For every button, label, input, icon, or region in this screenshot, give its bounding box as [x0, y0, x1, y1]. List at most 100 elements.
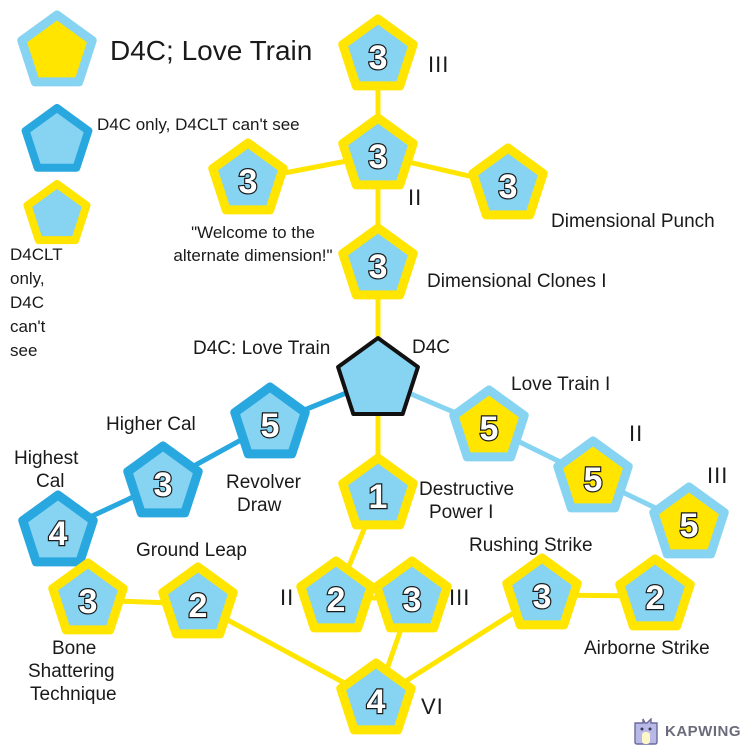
label-revolver: Revolver: [226, 472, 302, 493]
node-rushing-strike[interactable]: 3: [502, 553, 582, 630]
node-level-value: 2: [189, 587, 208, 625]
label-dimensional-punch: Dimensional Punch: [551, 211, 715, 232]
node-level-value: 3: [403, 581, 422, 619]
label-roman-ii-clones: II: [408, 185, 422, 210]
node-love-train-ii[interactable]: 5: [553, 436, 633, 513]
label-shattering: Shattering: [28, 661, 115, 682]
legend-d4c-only-text: D4C only, D4CLT can't see: [97, 115, 300, 134]
label-power-i: Power I: [429, 502, 493, 523]
node-level-value: 3: [79, 583, 98, 621]
node-level-value: 3: [154, 466, 173, 504]
node-level-value: 3: [369, 248, 388, 286]
node-level-value: 4: [367, 683, 386, 721]
label-roman-iii-destructive: III: [449, 585, 470, 610]
node-dimensional-clones-i[interactable]: 3: [338, 223, 418, 300]
pentagon-shape: [48, 558, 128, 635]
label-ground-leap: Ground Leap: [136, 540, 247, 561]
node-destructive-power-iii[interactable]: 3: [372, 556, 452, 633]
node-level-value: 3: [369, 138, 388, 176]
pentagon-shape: [449, 385, 529, 462]
kapwing-cat-icon: [633, 717, 659, 745]
node-level-value: 2: [646, 579, 665, 617]
center-node-d4c[interactable]: [336, 336, 420, 416]
node-level-value: 3: [533, 578, 552, 616]
label-love-train-i: Love Train I: [511, 374, 610, 395]
label-roman-iii-love-train: III: [707, 463, 728, 488]
node-bone-shattering-technique[interactable]: 3: [48, 558, 128, 635]
label-d4c: D4C: [412, 337, 450, 358]
label-d4c-love-train: D4C: Love Train: [193, 338, 330, 359]
legend-d4clt-only-line-5: see: [10, 341, 37, 360]
kapwing-label: KAPWING: [665, 723, 741, 740]
label-destructive: Destructive: [419, 479, 514, 500]
node-dimensional-clones-iii[interactable]: 3: [338, 14, 418, 91]
kapwing-watermark: KAPWING: [633, 717, 741, 745]
node-airborne-strike[interactable]: 2: [615, 554, 695, 631]
node-welcome-alternate-dimension[interactable]: 3: [208, 138, 288, 215]
pentagon-shape: [123, 441, 203, 518]
pentagon-shape: [553, 436, 633, 513]
label-quote-line2: alternate dimension!": [173, 246, 332, 265]
pentagon-shape: [230, 382, 310, 459]
node-dimensional-punch[interactable]: 3: [468, 143, 548, 220]
legend-d4clt-only-line-4: can't: [10, 317, 46, 336]
pentagon-shape: [336, 658, 416, 735]
pentagon-shape: [468, 143, 548, 220]
node-level-value: 3: [239, 163, 258, 201]
node-dimensional-clones-ii[interactable]: 3: [338, 113, 418, 190]
pentagon-shape: [338, 113, 418, 190]
node-love-train-iii[interactable]: 5: [649, 482, 729, 559]
legend-swatch-pentagon: [23, 180, 91, 245]
label-bone: Bone: [52, 638, 96, 659]
node-level-value: 3: [499, 168, 518, 206]
node-ground-leap[interactable]: 2: [158, 562, 238, 639]
pentagon-shape: [338, 453, 418, 530]
node-level-value: 5: [480, 410, 499, 448]
node-level-value: 2: [327, 581, 346, 619]
node-level-value: 5: [680, 507, 699, 545]
node-higher-cal[interactable]: 3: [123, 441, 203, 518]
label-roman-ii-love-train: II: [629, 421, 643, 446]
node-vi[interactable]: 4: [336, 658, 416, 735]
node-level-value: 1: [369, 478, 388, 516]
label-rushing-strike: Rushing Strike: [469, 535, 593, 556]
node-destructive-power-i[interactable]: 1: [338, 453, 418, 530]
legend-d4c-only: [21, 104, 93, 172]
legend-title-text: D4C; Love Train: [110, 35, 312, 66]
node-level-value: 4: [49, 515, 68, 553]
label-dimensional-clones-i: Dimensional Clones I: [427, 271, 607, 292]
label-quote-line1: "Welcome to the: [191, 223, 315, 242]
label-roman-vi: VI: [421, 694, 444, 719]
pentagon-shape: [338, 223, 418, 300]
node-love-train-i[interactable]: 5: [449, 385, 529, 462]
legend-d4c-love-train: [17, 10, 97, 87]
pentagon-shape: [649, 482, 729, 559]
label-roman-ii-destructive: II: [280, 585, 294, 610]
node-level-value: 5: [261, 407, 280, 445]
pentagon-shape: [372, 556, 452, 633]
label-airborne-strike: Airborne Strike: [584, 638, 710, 659]
pentagon-shape: [18, 490, 98, 567]
label-draw: Draw: [237, 495, 282, 516]
legend-d4clt-only-line-1: D4CLT: [10, 245, 63, 264]
label-technique: Technique: [30, 684, 117, 705]
node-revolver-draw[interactable]: 5: [230, 382, 310, 459]
pentagon-shape: [615, 554, 695, 631]
legend-d4clt-only-line-3: D4C: [10, 293, 44, 312]
pentagon-shape: [338, 14, 418, 91]
node-highest-cal[interactable]: 4: [18, 490, 98, 567]
node-destructive-power-ii[interactable]: 2: [296, 556, 376, 633]
label-roman-iii-top: III: [428, 52, 449, 77]
node-level-value: 3: [369, 39, 388, 77]
node-level-value: 5: [584, 461, 603, 499]
pentagon-shape: [502, 553, 582, 630]
pentagon-shape: [158, 562, 238, 639]
legend-swatch-pentagon: [21, 104, 93, 172]
pentagon-shape: [296, 556, 376, 633]
legend-d4clt-only-line-2: only,: [10, 269, 45, 288]
